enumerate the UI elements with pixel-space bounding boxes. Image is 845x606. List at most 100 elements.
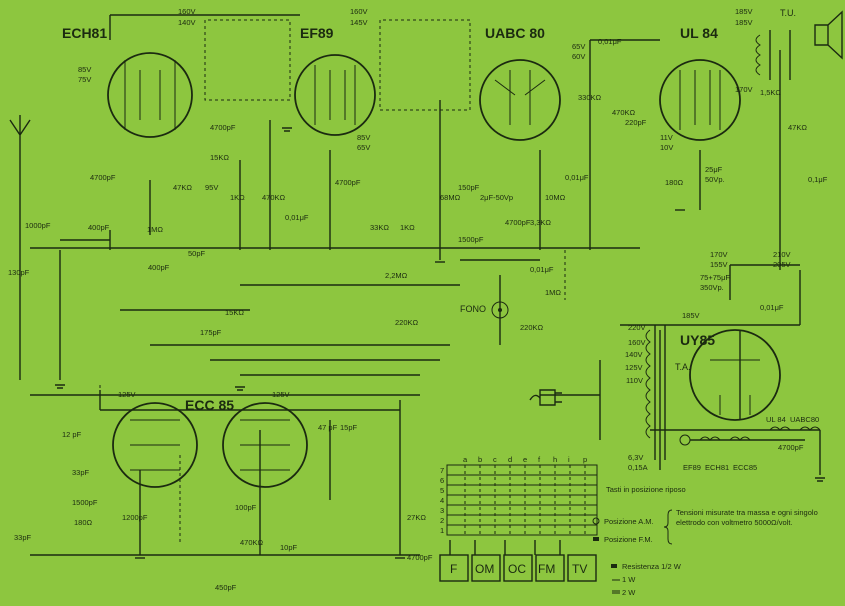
component-labels: 1000pF 400pF 130pF 1MΩ 4700pF 4700pF 47K… (8, 37, 828, 592)
band-button-om[interactable] (471, 554, 501, 582)
component-label: 180Ω (74, 518, 93, 527)
component-label: 0,01μF (598, 37, 622, 46)
component-label: 4700pF (407, 553, 433, 562)
voltage-label: 160V (350, 7, 368, 16)
wiring (19, 14, 821, 556)
voltage-label: 210V (773, 250, 791, 259)
component-label: 10pF (280, 543, 298, 552)
component-label: 1,5KΩ (760, 88, 781, 97)
component-label: 15KΩ (225, 308, 244, 317)
component-label: 470KΩ (262, 193, 286, 202)
mains-plug-icon (529, 389, 562, 406)
fil-label: ECC85 (733, 463, 757, 472)
switch-col-label: f (538, 455, 541, 464)
component-label: 33pF (14, 533, 32, 542)
tube-uy85: UY85 (680, 329, 781, 421)
component-label: 400pF (88, 223, 110, 232)
tap-label: 220V (628, 323, 646, 332)
power-transformer: T.A. 220V 160V 140V 125V 110V (625, 323, 691, 460)
tap-label: 125V (625, 363, 643, 372)
component-label: 0,01μF (760, 303, 784, 312)
band-button-label: TV (572, 562, 587, 576)
component-label: 100pF (235, 503, 257, 512)
voltage-label: 145V (350, 18, 368, 27)
component-label: 27KΩ (407, 513, 426, 522)
voltage-label: 170V (735, 85, 753, 94)
voltage-label: 85V (357, 133, 370, 142)
voltage-label: 185V (682, 311, 700, 320)
component-label: 470KΩ (612, 108, 636, 117)
tap-label: 160V (628, 338, 646, 347)
component-label: 50pF (188, 249, 206, 258)
band-button-label: OM (475, 562, 494, 576)
fono-input: FONO (460, 301, 509, 319)
tap-label: 110V (626, 376, 643, 385)
component-label: 150pF (458, 183, 480, 192)
legend-res-1w: 1 W (622, 575, 636, 584)
component-label: 220KΩ (395, 318, 419, 327)
voltage-label: 185V (735, 18, 753, 27)
voltage-label: 95V (205, 183, 218, 192)
voltage-label: 125V (272, 390, 290, 399)
band-button-fm[interactable] (535, 554, 565, 582)
fil-label: UABC80 (790, 415, 819, 424)
switch-row-label: 5 (440, 486, 444, 495)
band-button-label: FM (538, 562, 555, 576)
component-label: 0,01μF (565, 173, 589, 182)
band-button-label: F (450, 562, 457, 576)
voltage-label: 75V (78, 75, 91, 84)
component-label: 1KΩ (230, 193, 245, 202)
fil-volt: 6,3V (628, 453, 643, 462)
measure-note: Tensioni misurate tra massa e ogni singo… (676, 508, 818, 527)
component-label: 130pF (8, 268, 30, 277)
switch-col-label: b (478, 455, 482, 464)
component-label: 1KΩ (400, 223, 415, 232)
component-label: 1MΩ (147, 225, 163, 234)
component-label: 2μF-50Vp (480, 193, 513, 202)
fil-amp: 0,15A (628, 463, 648, 472)
component-label: 450pF (215, 583, 237, 592)
res-half-icon (611, 564, 617, 568)
voltage-label: 125V (118, 390, 136, 399)
switch-row-label: 6 (440, 476, 444, 485)
band-buttons: F OM OC FM TV (439, 540, 597, 582)
legend-am: Posizione A.M. (604, 517, 654, 526)
component-label: 4700pF (90, 173, 116, 182)
band-button-tv[interactable] (567, 554, 597, 582)
switch-col-label: p (583, 455, 587, 464)
component-label: 4700pF (335, 178, 361, 187)
tube-label: UY85 (680, 332, 715, 348)
switch-row-label: 1 (440, 526, 444, 535)
fil-label: UL 84 (766, 415, 786, 424)
component-label: 1200pF (122, 513, 148, 522)
component-label: 47KΩ (788, 123, 807, 132)
component-label: 1MΩ (545, 288, 561, 297)
component-label: 220KΩ (520, 323, 544, 332)
voltage-label: 10V (660, 143, 673, 152)
voltage-label: 170V (710, 250, 728, 259)
output-transformer: T.U. (755, 8, 796, 80)
band-button-f[interactable] (439, 554, 469, 582)
component-label: 15KΩ (210, 153, 229, 162)
tube-ul84: UL 84 (659, 25, 741, 141)
ta-label: T.A. (675, 362, 691, 372)
tu-label: T.U. (780, 8, 796, 18)
component-label: 175pF (200, 328, 222, 337)
component-label: 47 pF (318, 423, 338, 432)
legend-fm: Posizione F.M. (604, 535, 653, 544)
switch-col-label: c (493, 455, 497, 464)
component-label: 50Vp. (705, 175, 725, 184)
component-label: 400pF (148, 263, 170, 272)
component-label: 4700pF (505, 218, 531, 227)
legend-res: Resistenza 1/2 W (622, 562, 682, 571)
band-button-oc[interactable] (503, 554, 533, 582)
switch-row-label: 7 (440, 466, 444, 475)
switch-col-label: a (463, 455, 468, 464)
switch-row-label: 4 (440, 496, 444, 505)
component-label: 0,1μF (808, 175, 828, 184)
component-label: 25μF (705, 165, 723, 174)
voltage-label: 65V (572, 42, 585, 51)
component-label: 47KΩ (173, 183, 192, 192)
